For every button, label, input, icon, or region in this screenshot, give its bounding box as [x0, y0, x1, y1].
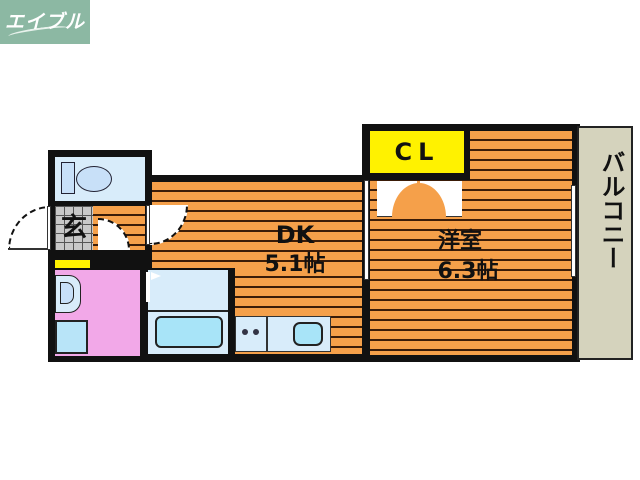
balcony — [577, 126, 633, 360]
dk-room-name: DK — [275, 221, 315, 249]
toilet-bowl-icon — [76, 166, 112, 192]
balcony-label: バルコニー — [597, 150, 625, 270]
toilet-tank-icon — [61, 162, 75, 194]
bathtub-icon — [155, 316, 223, 348]
kitchen-stove — [235, 316, 267, 352]
shoe-cabinet — [55, 260, 90, 268]
able-logo — [0, 0, 90, 44]
closet-label: CL — [394, 138, 440, 166]
bath-divider — [148, 310, 228, 312]
stove-burner-icon — [253, 329, 259, 335]
western-room-name: 洋室 — [437, 229, 482, 254]
western-room-area: 6.3帖 — [437, 259, 499, 284]
dk-floor — [152, 182, 362, 268]
shower-flag-icon — [151, 272, 161, 280]
dk-western-sliding-door[interactable] — [364, 180, 369, 280]
stove-burner-icon — [242, 329, 248, 335]
entrance-door-leaf — [47, 206, 51, 250]
bathroom-door — [146, 272, 150, 302]
washbasin-bowl-icon — [60, 282, 74, 304]
dk-door-leaf — [146, 205, 150, 245]
kitchen-sink-icon — [293, 322, 323, 346]
balcony-window[interactable] — [571, 185, 576, 277]
logo-text: エイブル — [4, 11, 85, 33]
entrance-door-swing — [8, 206, 50, 250]
closet — [370, 131, 464, 173]
washing-machine-space — [55, 320, 88, 354]
entrance-label: 玄 — [60, 213, 87, 243]
entrance-tile — [55, 206, 93, 250]
dk-room-area: 5.1帖 — [264, 252, 326, 277]
